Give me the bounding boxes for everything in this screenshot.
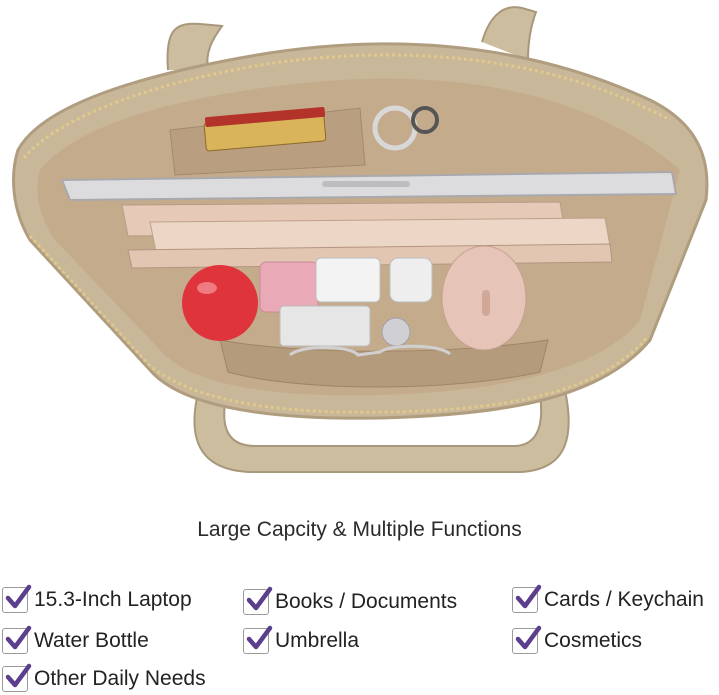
- caption: Large Capcity & Multiple Functions: [197, 518, 522, 541]
- card-icon: [204, 106, 326, 128]
- checkmark-icon: [515, 625, 542, 650]
- feature-item: 15.3-Inch Laptop: [2, 584, 192, 613]
- checkmark-icon: [246, 586, 273, 611]
- checkbox: [243, 586, 273, 615]
- feature-item: Cosmetics: [512, 625, 643, 654]
- checkbox: [512, 584, 542, 613]
- cosmetics-icon: [279, 305, 371, 347]
- feature-item: Books / Documents: [243, 586, 458, 615]
- feature-label: Umbrella: [275, 629, 360, 652]
- top-strap: [166, 22, 224, 71]
- checkmark-icon: [515, 584, 542, 609]
- feature-label: Cards / Keychain: [544, 588, 704, 611]
- feature-label: 15.3-Inch Laptop: [34, 588, 192, 611]
- tote-bag-photo: [12, 6, 709, 473]
- perfume-icon: [315, 257, 381, 303]
- highlight: [197, 282, 217, 294]
- front-pocket: [219, 339, 549, 388]
- laptop-hinge: [322, 181, 410, 187]
- checkbox: [243, 625, 273, 654]
- checkmark-icon: [5, 625, 32, 650]
- checkbox: [2, 663, 32, 692]
- checkbox: [2, 584, 32, 613]
- perfume-icon: [389, 257, 433, 303]
- top-strap: [481, 6, 538, 61]
- sunglasses-icon: [288, 344, 452, 357]
- checkmark-icon: [5, 663, 32, 688]
- feature-label: Water Bottle: [34, 629, 149, 652]
- checkbox: [2, 625, 32, 654]
- feature-label: Books / Documents: [275, 590, 458, 613]
- zipper: [22, 53, 671, 159]
- checkmark-icon: [5, 584, 32, 609]
- feature-item: Other Daily Needs: [2, 663, 206, 692]
- checkmark-icon: [246, 625, 273, 650]
- keychain-icon: [411, 106, 439, 134]
- checkbox: [512, 625, 542, 654]
- feature-item: Umbrella: [243, 625, 360, 654]
- feature-label: Other Daily Needs: [34, 667, 206, 690]
- feature-label: Cosmetics: [544, 629, 643, 652]
- feature-item: Cards / Keychain: [512, 584, 704, 613]
- container-knob: [482, 290, 490, 316]
- feature-item: Water Bottle: [2, 625, 149, 654]
